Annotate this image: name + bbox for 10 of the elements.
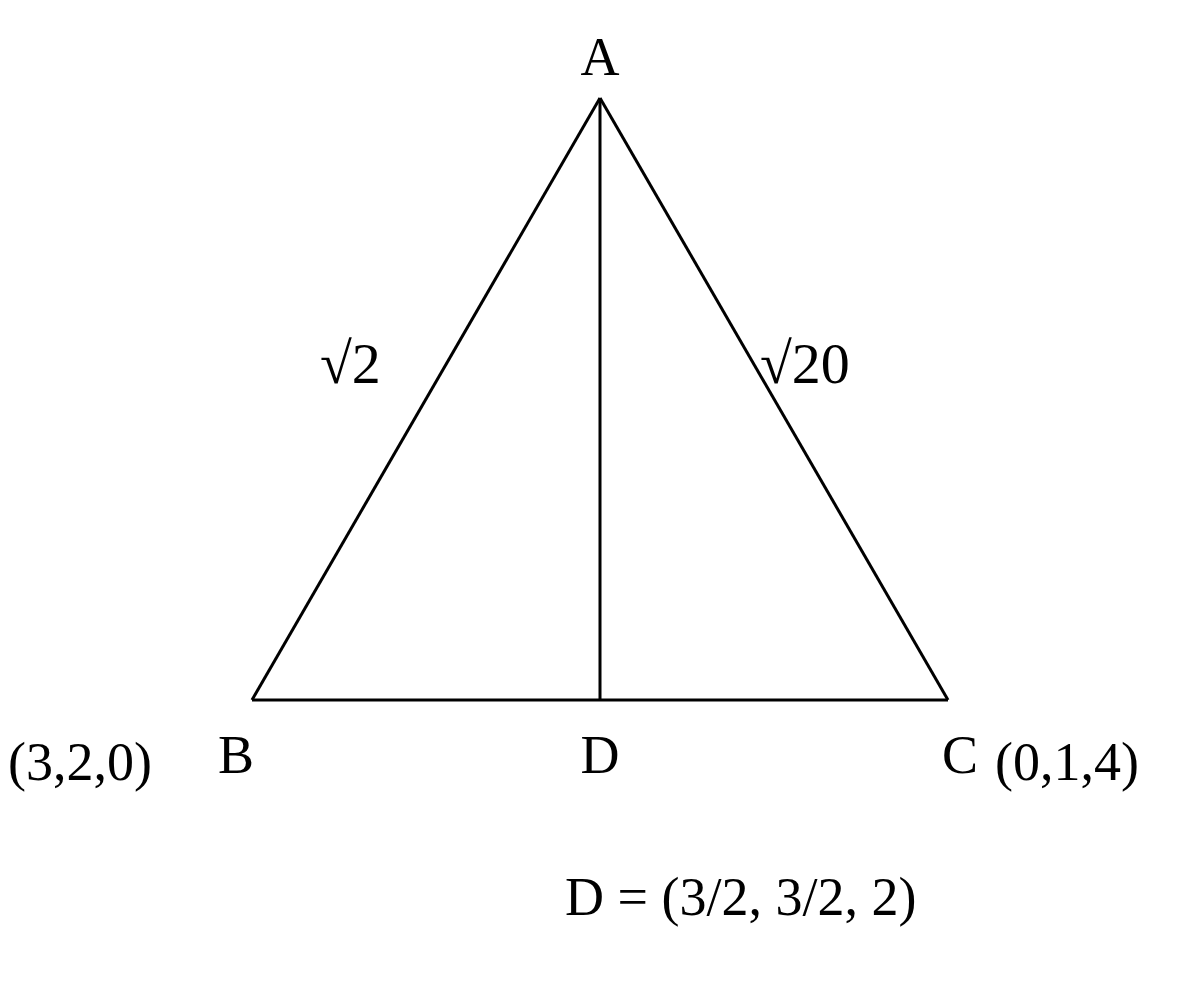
vertex-label: C bbox=[930, 700, 990, 782]
vertex-label: D bbox=[570, 700, 630, 782]
edge-label: √2 bbox=[320, 335, 381, 393]
line-segment bbox=[250, 97, 602, 701]
vertex-label: B bbox=[206, 700, 266, 782]
line-segment bbox=[600, 698, 948, 702]
line-segment bbox=[598, 98, 602, 700]
line-segment bbox=[252, 698, 600, 702]
vertex-label: A bbox=[570, 30, 630, 98]
edge-label: √20 bbox=[760, 335, 850, 393]
